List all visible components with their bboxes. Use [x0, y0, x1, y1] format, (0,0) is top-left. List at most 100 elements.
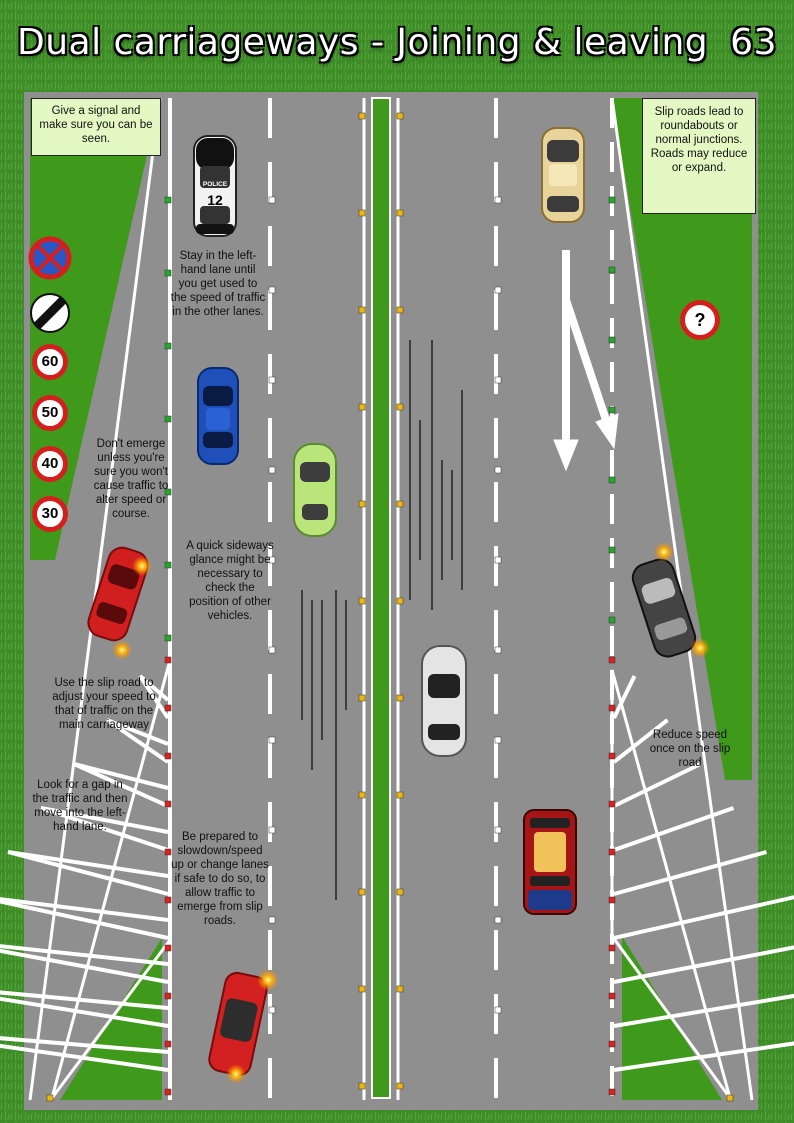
road-stud: [268, 286, 276, 294]
road-stud: [358, 500, 366, 508]
road-stud: [608, 896, 616, 904]
chevron-mark: [105, 718, 170, 764]
indicator-light: [690, 638, 710, 658]
dont-emerge-label: Don't emerge unless you're sure you won'…: [93, 438, 169, 520]
chevron-mark: [7, 850, 169, 896]
road-stud: [358, 694, 366, 702]
motion-lines: [301, 340, 463, 900]
chevron-mark: [613, 945, 794, 984]
road-stud: [358, 597, 366, 605]
road-stud: [608, 992, 616, 1000]
right-verge: [612, 98, 752, 780]
road-stud: [164, 656, 172, 664]
chevron-mark: [0, 1043, 169, 1072]
road-stud: [396, 500, 404, 508]
road-stud: [396, 1082, 404, 1090]
speed-limit-30-sign: 30: [32, 496, 68, 532]
title-text: Dual carriageways - Joining & leaving: [17, 22, 709, 63]
chevron-mark: [0, 1036, 169, 1054]
road-stud: [494, 736, 502, 744]
red-car-left-slip: [87, 546, 149, 642]
road-stud: [494, 466, 502, 474]
road-stud: [494, 826, 502, 834]
road-stud: [164, 704, 172, 712]
sideways-glance-label: A quick sideways glance might be necessa…: [186, 540, 274, 622]
road-stud: [494, 646, 502, 654]
road-stud: [164, 896, 172, 904]
road-stud: [608, 476, 616, 484]
clearway-sign-icon: [28, 236, 72, 280]
road-stud: [396, 791, 404, 799]
road-stud: [494, 556, 502, 564]
silver-car: [421, 645, 467, 757]
road-stud: [608, 336, 616, 344]
indicator-light: [226, 1064, 246, 1084]
road-stud: [608, 752, 616, 760]
chevron-mark: [0, 996, 169, 1028]
road-stud: [164, 561, 172, 569]
indicator-light: [257, 969, 279, 991]
chevron-mark: [73, 762, 169, 790]
road-stud: [494, 376, 502, 384]
road-stud: [608, 266, 616, 274]
road-stud: [608, 616, 616, 624]
chevron-mark: [40, 806, 169, 834]
slip-roads-note: Slip roads lead to roundabouts or normal…: [642, 98, 756, 214]
road-stud: [164, 1088, 172, 1096]
road-stud: [608, 704, 616, 712]
right-chevron-hatching: [610, 669, 794, 1099]
road-stud: [358, 403, 366, 411]
chevron-mark: [612, 675, 637, 719]
road-stud: [268, 196, 276, 204]
road-stud: [396, 306, 404, 314]
chevron-mark: [613, 993, 794, 1028]
road-stud: [164, 196, 172, 204]
road-stud: [358, 791, 366, 799]
chevron-mark: [613, 1041, 794, 1072]
chevron-mark: [40, 806, 169, 852]
look-gap-label: Look for a gap in the traffic and then m…: [32, 779, 128, 833]
road-stud: [358, 985, 366, 993]
national-speed-limit-icon: [30, 293, 70, 333]
road-stud: [608, 196, 616, 204]
chevron-mark: [613, 850, 768, 896]
road-stud: [358, 306, 366, 314]
road-stud: [358, 112, 366, 120]
road-stud: [268, 556, 276, 564]
road-stud: [268, 646, 276, 654]
road-stud: [268, 376, 276, 384]
green-car: [293, 443, 337, 537]
blue-car: [197, 367, 239, 465]
road-stud: [268, 736, 276, 744]
road-stud: [268, 466, 276, 474]
road-stud: [608, 1040, 616, 1048]
police-text: POLICE: [203, 181, 228, 188]
road-stud: [268, 826, 276, 834]
adjust-speed-label: Use the slip road to adjust your speed t…: [52, 677, 156, 731]
road-stud: [396, 403, 404, 411]
road-stud: [358, 888, 366, 896]
road-stud: [164, 800, 172, 808]
road-stud: [494, 1006, 502, 1014]
road-stud: [46, 1094, 54, 1102]
road-stud: [608, 656, 616, 664]
central-reservation: [371, 97, 391, 1099]
red-car-bottom: [208, 971, 268, 1077]
road-stud: [164, 488, 172, 496]
road-stud: [164, 752, 172, 760]
road-stud: [608, 944, 616, 952]
chevron-mark: [73, 762, 169, 808]
road-stud: [494, 286, 502, 294]
road-stud: [396, 888, 404, 896]
police-number: 12: [207, 192, 223, 208]
road-stud: [164, 269, 172, 277]
chevron-mark: [0, 899, 169, 940]
road-stud: [164, 992, 172, 1000]
speed-limit-60-sign: 60: [32, 344, 68, 380]
road-stud: [396, 985, 404, 993]
road-stud: [268, 916, 276, 924]
road-stud: [164, 342, 172, 350]
chevron-mark: [612, 718, 669, 764]
page-number: 63: [730, 22, 777, 63]
road-stud: [396, 597, 404, 605]
